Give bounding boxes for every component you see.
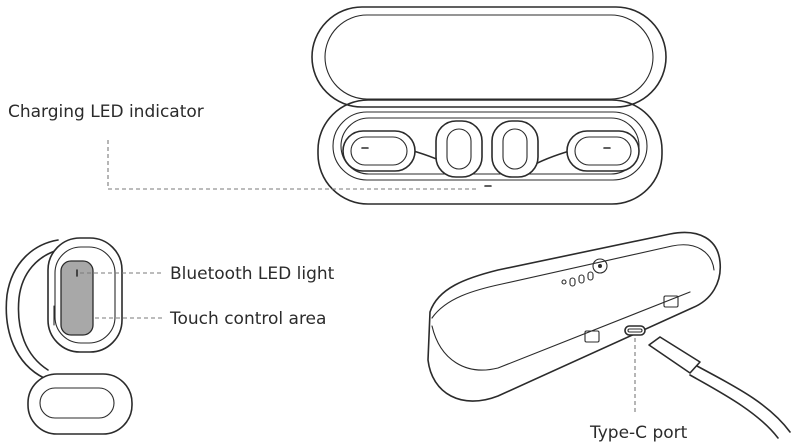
case-indicator-led-1 [569,277,576,287]
case-base-rim [332,111,648,181]
ear-hook-outer [5,239,59,379]
open-charging-case [311,6,667,205]
left-earbud-face [350,136,408,166]
earbud-head-face [54,246,116,344]
case-base [317,99,663,205]
type-c-port-slot [627,328,643,333]
case-hinge-slot-right [663,295,679,308]
cable-line-2 [689,374,779,439]
type-c-port-label: Type-C port [589,423,688,443]
case-indicator-led-3 [587,271,594,281]
type-c-port [624,325,646,336]
left-earbud-battery-pod [435,120,483,178]
power-button [592,258,608,274]
type-c-cable [648,336,791,439]
case-indicator-led-2 [578,274,585,284]
right-earbud-battery-pod [491,120,539,178]
charging-led-leader [107,140,478,190]
case-lid-inner [324,14,654,100]
right-earbud-face [574,136,632,166]
type-c-plug [648,336,701,374]
earbud-battery-pod [27,373,133,435]
bluetooth-led-label: Bluetooth LED light [170,264,335,284]
case-indicator-dot [561,279,567,285]
case-lower-contour [431,291,691,371]
left-earbud-in-case [342,120,483,178]
right-earbud-body [566,130,640,172]
left-earbud-body [342,130,416,172]
case-hinge-slot-left [584,330,600,343]
cable-line-1 [696,365,791,433]
ear-hook-inner [17,249,59,371]
right-earbud-in-case [491,120,640,178]
power-button-center [598,264,602,268]
touch-control-area [60,260,94,336]
earbud-battery-pod-inner [39,387,115,419]
single-earbud [5,237,133,435]
right-battery-pod-inner [502,128,528,170]
case-body-outline [427,231,721,402]
case-lid-seam [431,244,715,319]
case-lid [311,6,667,108]
left-battery-pod-inner [446,128,472,170]
charging-led-label: Charging LED indicator [8,102,204,122]
closed-charging-case [427,231,721,402]
touch-control-label: Touch control area [169,309,326,329]
